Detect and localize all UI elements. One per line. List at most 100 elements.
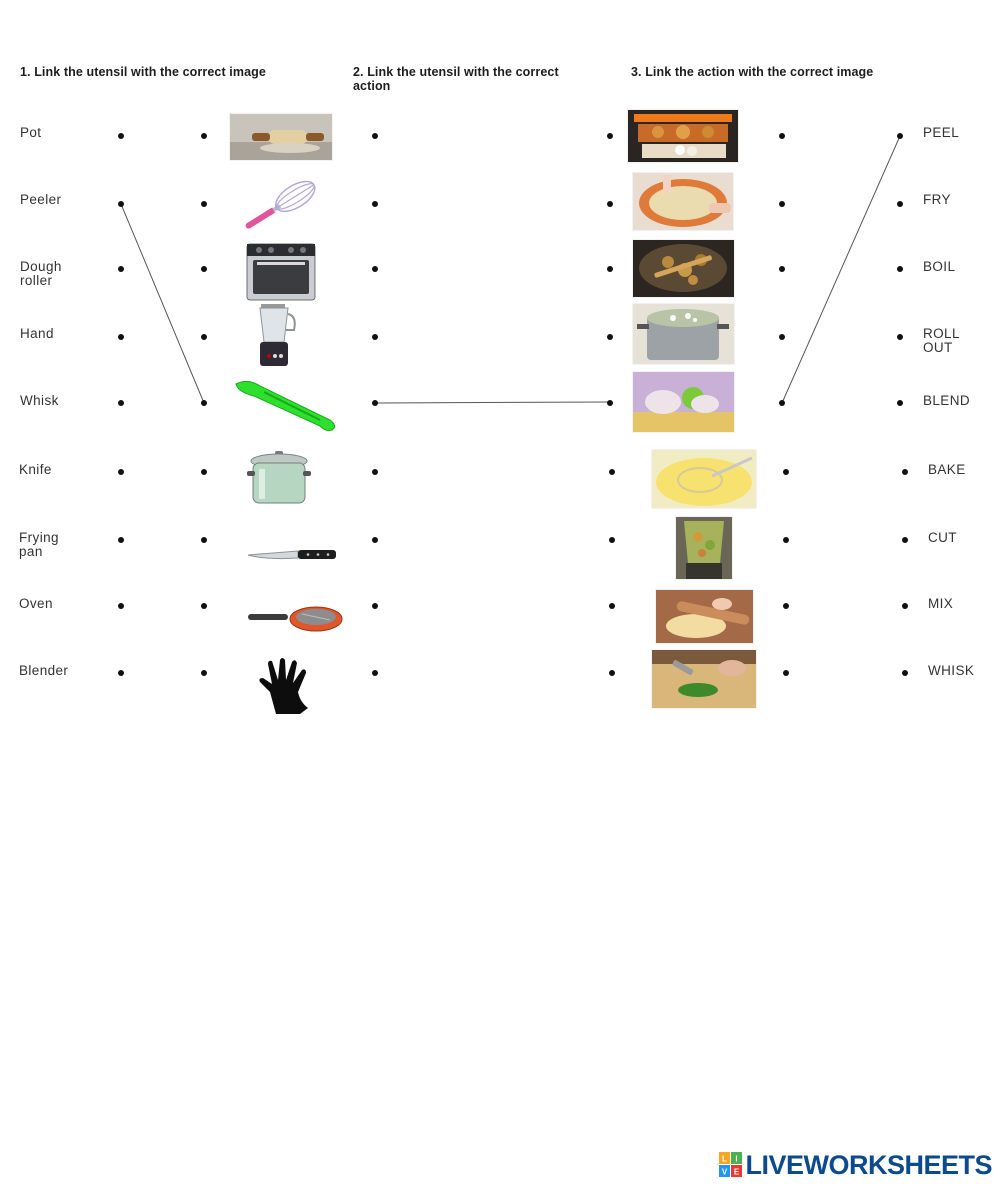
action-image-left-dot-2[interactable] — [607, 201, 613, 207]
blender-image — [251, 304, 297, 368]
boiling-pot-photo — [633, 304, 734, 364]
action-image-left-dot-9[interactable] — [609, 670, 615, 676]
liveworksheets-logo[interactable]: L I V E LIVEWORKSHEETS — [719, 1150, 992, 1180]
whisking-eggs-photo — [652, 450, 756, 508]
worksheet-row-6: Knife BAKE — [0, 442, 1000, 508]
live-badge-icon: L I V E — [719, 1152, 743, 1177]
worksheet-row-7: Frying pan CUT — [0, 510, 1000, 579]
action-image-right-dot-7[interactable] — [783, 537, 789, 543]
action-dot-7[interactable] — [902, 537, 908, 543]
utensil-image-left-dot-9[interactable] — [201, 670, 207, 676]
utensil-dot-4[interactable] — [118, 334, 124, 340]
worksheet-row-4: Hand ROLL OUT — [0, 304, 1000, 368]
worksheet-row-1: Pot PEEL — [0, 106, 1000, 166]
utensil-image-left-dot-4[interactable] — [201, 334, 207, 340]
utensil-dot-3[interactable] — [118, 266, 124, 272]
utensil-image-left-dot-8[interactable] — [201, 603, 207, 609]
utensil-image-right-dot-9[interactable] — [372, 670, 378, 676]
rolling-dough-photo — [656, 590, 753, 643]
action-dot-4[interactable] — [897, 334, 903, 340]
utensil-image-right-dot-8[interactable] — [372, 603, 378, 609]
action-image-left-dot-7[interactable] — [609, 537, 615, 543]
utensil-image-left-dot-5[interactable] — [201, 400, 207, 406]
blender-photo — [676, 517, 732, 579]
worksheet-row-2: Peeler FRY — [0, 173, 1000, 234]
utensil-label-blender: Blender — [19, 663, 69, 678]
knife-image — [246, 546, 338, 562]
action-image-left-dot-3[interactable] — [607, 266, 613, 272]
utensil-image-left-dot-2[interactable] — [201, 201, 207, 207]
action-image-right-dot-4[interactable] — [779, 334, 785, 340]
svg-text:E: E — [734, 1168, 740, 1177]
utensil-dot-8[interactable] — [118, 603, 124, 609]
utensil-image-right-dot-1[interactable] — [372, 133, 378, 139]
utensil-dot-2[interactable] — [118, 201, 124, 207]
action-image-right-dot-3[interactable] — [779, 266, 785, 272]
utensil-dot-7[interactable] — [118, 537, 124, 543]
utensil-dot-6[interactable] — [118, 469, 124, 475]
action-dot-6[interactable] — [902, 469, 908, 475]
utensil-dot-5[interactable] — [118, 400, 124, 406]
action-image-right-dot-6[interactable] — [783, 469, 789, 475]
action-image-left-dot-4[interactable] — [607, 334, 613, 340]
action-dot-3[interactable] — [897, 266, 903, 272]
peeling-lime-photo — [633, 372, 734, 432]
action-image-right-dot-8[interactable] — [783, 603, 789, 609]
utensil-image-right-dot-5[interactable] — [372, 400, 378, 406]
utensil-dot-9[interactable] — [118, 670, 124, 676]
action-label-fry: FRY — [923, 192, 951, 207]
svg-text:I: I — [736, 1155, 738, 1164]
whisk-image — [236, 178, 324, 234]
utensil-image-left-dot-7[interactable] — [201, 537, 207, 543]
worksheet-row-5: Whisk BLEND — [0, 372, 1000, 433]
action-image-left-dot-6[interactable] — [609, 469, 615, 475]
utensil-image-right-dot-7[interactable] — [372, 537, 378, 543]
frying-pan-photo — [633, 240, 734, 297]
utensil-image-right-dot-2[interactable] — [372, 201, 378, 207]
action-dot-8[interactable] — [902, 603, 908, 609]
section-3-heading: 3. Link the action with the correct imag… — [631, 65, 874, 79]
action-dot-2[interactable] — [897, 201, 903, 207]
action-image-left-dot-5[interactable] — [607, 400, 613, 406]
utensil-label-whisk: Whisk — [20, 393, 59, 408]
worksheet-row-3: Dough roller BOIL — [0, 239, 1000, 302]
utensil-image-left-dot-1[interactable] — [201, 133, 207, 139]
action-label-peel: PEEL — [923, 125, 960, 140]
utensil-label-dough-roller: Dough roller — [20, 259, 62, 288]
action-image-right-dot-2[interactable] — [779, 201, 785, 207]
utensil-label-frying-pan: Frying pan — [19, 530, 59, 559]
action-image-left-dot-8[interactable] — [609, 603, 615, 609]
svg-text:L: L — [723, 1155, 728, 1164]
svg-text:V: V — [722, 1168, 728, 1177]
utensil-label-hand: Hand — [20, 326, 54, 341]
peeler-image — [230, 376, 340, 432]
utensil-label-knife: Knife — [19, 462, 52, 477]
action-image-right-dot-9[interactable] — [783, 670, 789, 676]
cutting-herbs-photo — [652, 650, 756, 708]
action-dot-5[interactable] — [897, 400, 903, 406]
action-image-left-dot-1[interactable] — [607, 133, 613, 139]
action-label-whisk: WHISK — [928, 663, 975, 678]
utensil-label-pot: Pot — [20, 125, 42, 140]
action-label-roll-out: ROLL OUT — [923, 326, 960, 355]
action-dot-9[interactable] — [902, 670, 908, 676]
frying-pan-image — [246, 604, 344, 634]
utensil-dot-1[interactable] — [118, 133, 124, 139]
utensil-image-right-dot-6[interactable] — [372, 469, 378, 475]
action-label-mix: MIX — [928, 596, 954, 611]
utensil-image-right-dot-4[interactable] — [372, 334, 378, 340]
action-image-right-dot-5[interactable] — [779, 400, 785, 406]
baking-oven-photo — [628, 110, 738, 162]
action-label-cut: CUT — [928, 530, 957, 545]
utensil-image-left-dot-6[interactable] — [201, 469, 207, 475]
oven-image — [245, 240, 317, 302]
action-label-bake: BAKE — [928, 462, 966, 477]
dough-roller-photo — [230, 114, 332, 160]
brand-text: LIVEWORKSHEETS — [745, 1150, 992, 1180]
action-dot-1[interactable] — [897, 133, 903, 139]
utensil-image-right-dot-3[interactable] — [372, 266, 378, 272]
action-label-blend: BLEND — [923, 393, 971, 408]
worksheet-row-8: Oven MIX — [0, 576, 1000, 643]
utensil-image-left-dot-3[interactable] — [201, 266, 207, 272]
action-image-right-dot-1[interactable] — [779, 133, 785, 139]
